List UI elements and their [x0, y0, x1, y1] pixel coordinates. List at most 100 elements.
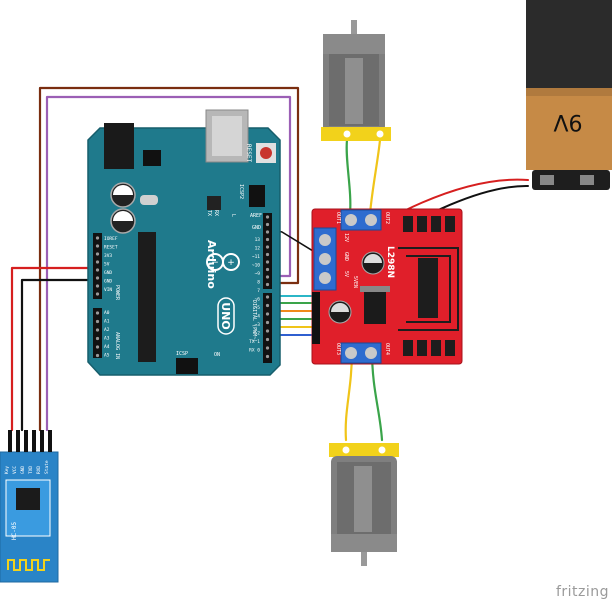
header-pin [265, 303, 270, 308]
v5-label: 5V [343, 271, 349, 277]
aref-label: AREF [250, 213, 262, 219]
digital-pin-label-2: ~11 [252, 254, 260, 260]
header-pin [95, 252, 100, 256]
rx-label: RX [213, 210, 219, 216]
wire-yellow-motor1 [368, 138, 382, 216]
power-header [93, 233, 102, 299]
digital-header-high [263, 213, 272, 289]
driver-gnd-label: GND [343, 252, 349, 261]
digital-label: DIGITAL (PWM~) [251, 300, 257, 342]
v12-label: 12V [343, 233, 349, 242]
arduino-brand-label: Arduino [205, 240, 218, 289]
out2-label: OUT2 [384, 212, 390, 224]
header-pin [95, 345, 100, 349]
dc-motor-top [321, 20, 391, 141]
header-pin [95, 260, 100, 264]
wire-green-motor1 [345, 138, 352, 216]
header-pin [95, 311, 100, 315]
l298n-driver-board: L298N OUT1 OUT2 OUT3 OUT4 12V GND 5V 5VE… [311, 208, 463, 365]
bt-pin-label-3: TXD [28, 466, 34, 474]
bt-pin-label-5: State [44, 460, 50, 474]
header-pin [265, 295, 270, 299]
digital-pin-label-3: ~10 [252, 263, 260, 269]
bt-pin-label-0: Key [4, 466, 10, 474]
analog-pin-label-3: A3 [104, 336, 110, 342]
header-pin [265, 346, 270, 350]
analog-pin-label-5: A5 [104, 353, 110, 359]
power-jack [104, 123, 134, 169]
header-pin [265, 222, 270, 227]
header-pin [95, 328, 100, 332]
header-pin [95, 336, 100, 341]
header-pin [265, 252, 270, 257]
header-pin [265, 320, 270, 325]
analog-pin-label-1: A1 [104, 319, 110, 325]
wire-red-5v [10, 266, 106, 432]
digital-pin-label-5: 8 [257, 280, 260, 286]
atmega-chip [138, 232, 156, 362]
reset-label: RESET [245, 144, 252, 162]
on-label: ON [214, 352, 220, 358]
power-pin-label-3: 5V [104, 262, 110, 268]
heatsink [403, 216, 455, 356]
header-pin [95, 353, 100, 358]
header-pin [265, 329, 270, 333]
header-pin [95, 276, 100, 280]
digital-pin-label-11: 2 [257, 331, 260, 337]
out4-label: OUT4 [384, 343, 390, 355]
svg-text:−: − [211, 258, 219, 268]
digital-pin-label-7: ~6 [255, 297, 261, 303]
arduino-uno-board: − + Arduino UNO RESET ICSP2 ICSP TX RX L… [87, 109, 281, 376]
icsp2-header [249, 185, 265, 207]
digital-pin-label-9: 4 [257, 314, 260, 320]
gnd-top-label: GND [252, 225, 261, 231]
digital-pin-label-1: 12 [255, 246, 261, 252]
tx-label: TX [206, 210, 212, 216]
analog-pin-label-0: A0 [104, 310, 110, 316]
uno-label: UNO [217, 297, 235, 335]
power-pin-label-4: GND [104, 270, 112, 276]
out3-label: OUT3 [335, 343, 341, 355]
header-pin [265, 312, 270, 316]
header-pin [265, 260, 270, 264]
out1-label: OUT1 [335, 212, 341, 224]
digital-pin-label-13: RX 0 [249, 348, 260, 354]
arduino-logo: − + [206, 253, 240, 271]
wire-purple-bt [45, 95, 292, 432]
header-pin [95, 236, 100, 240]
power-pin-label-1: RESET [104, 245, 118, 251]
header-pin [265, 275, 270, 279]
header-pin [95, 244, 100, 248]
header-pin [95, 292, 100, 296]
digital-pin-label-4: ~9 [255, 271, 261, 277]
header-pin [95, 284, 100, 288]
bt-pin-label-4: RXD [36, 466, 42, 474]
header-pin [265, 245, 270, 249]
header-pin [265, 282, 270, 287]
power-pin-label-5: GND [104, 279, 112, 285]
header-pin [265, 267, 270, 272]
digital-pin-label-12: TX 1 [249, 339, 260, 345]
icsp-header [176, 358, 198, 374]
header-pin [265, 237, 270, 242]
header-pin [95, 268, 100, 272]
digital-pin-label-10: ~3 [255, 322, 261, 328]
icsp2-label: ICSP2 [238, 184, 244, 199]
antenna-trace [7, 559, 50, 571]
digital-pin-label-8: ~5 [255, 305, 261, 311]
bt-pin-label-1: VCC [12, 466, 18, 474]
l-label: L [230, 214, 236, 217]
analog-pin-label-2: A2 [104, 327, 110, 333]
en-label: 5VEN [352, 276, 358, 288]
header-pin [265, 230, 270, 234]
svg-text:UNO: UNO [219, 302, 232, 330]
power-pin-label-6: VIN [104, 287, 112, 293]
battery-9v: 9V [526, 0, 612, 190]
digital-pin-label-0: 13 [255, 237, 261, 243]
svg-text:+: + [227, 258, 235, 268]
digital-pin-label-6: 7 [257, 288, 260, 294]
